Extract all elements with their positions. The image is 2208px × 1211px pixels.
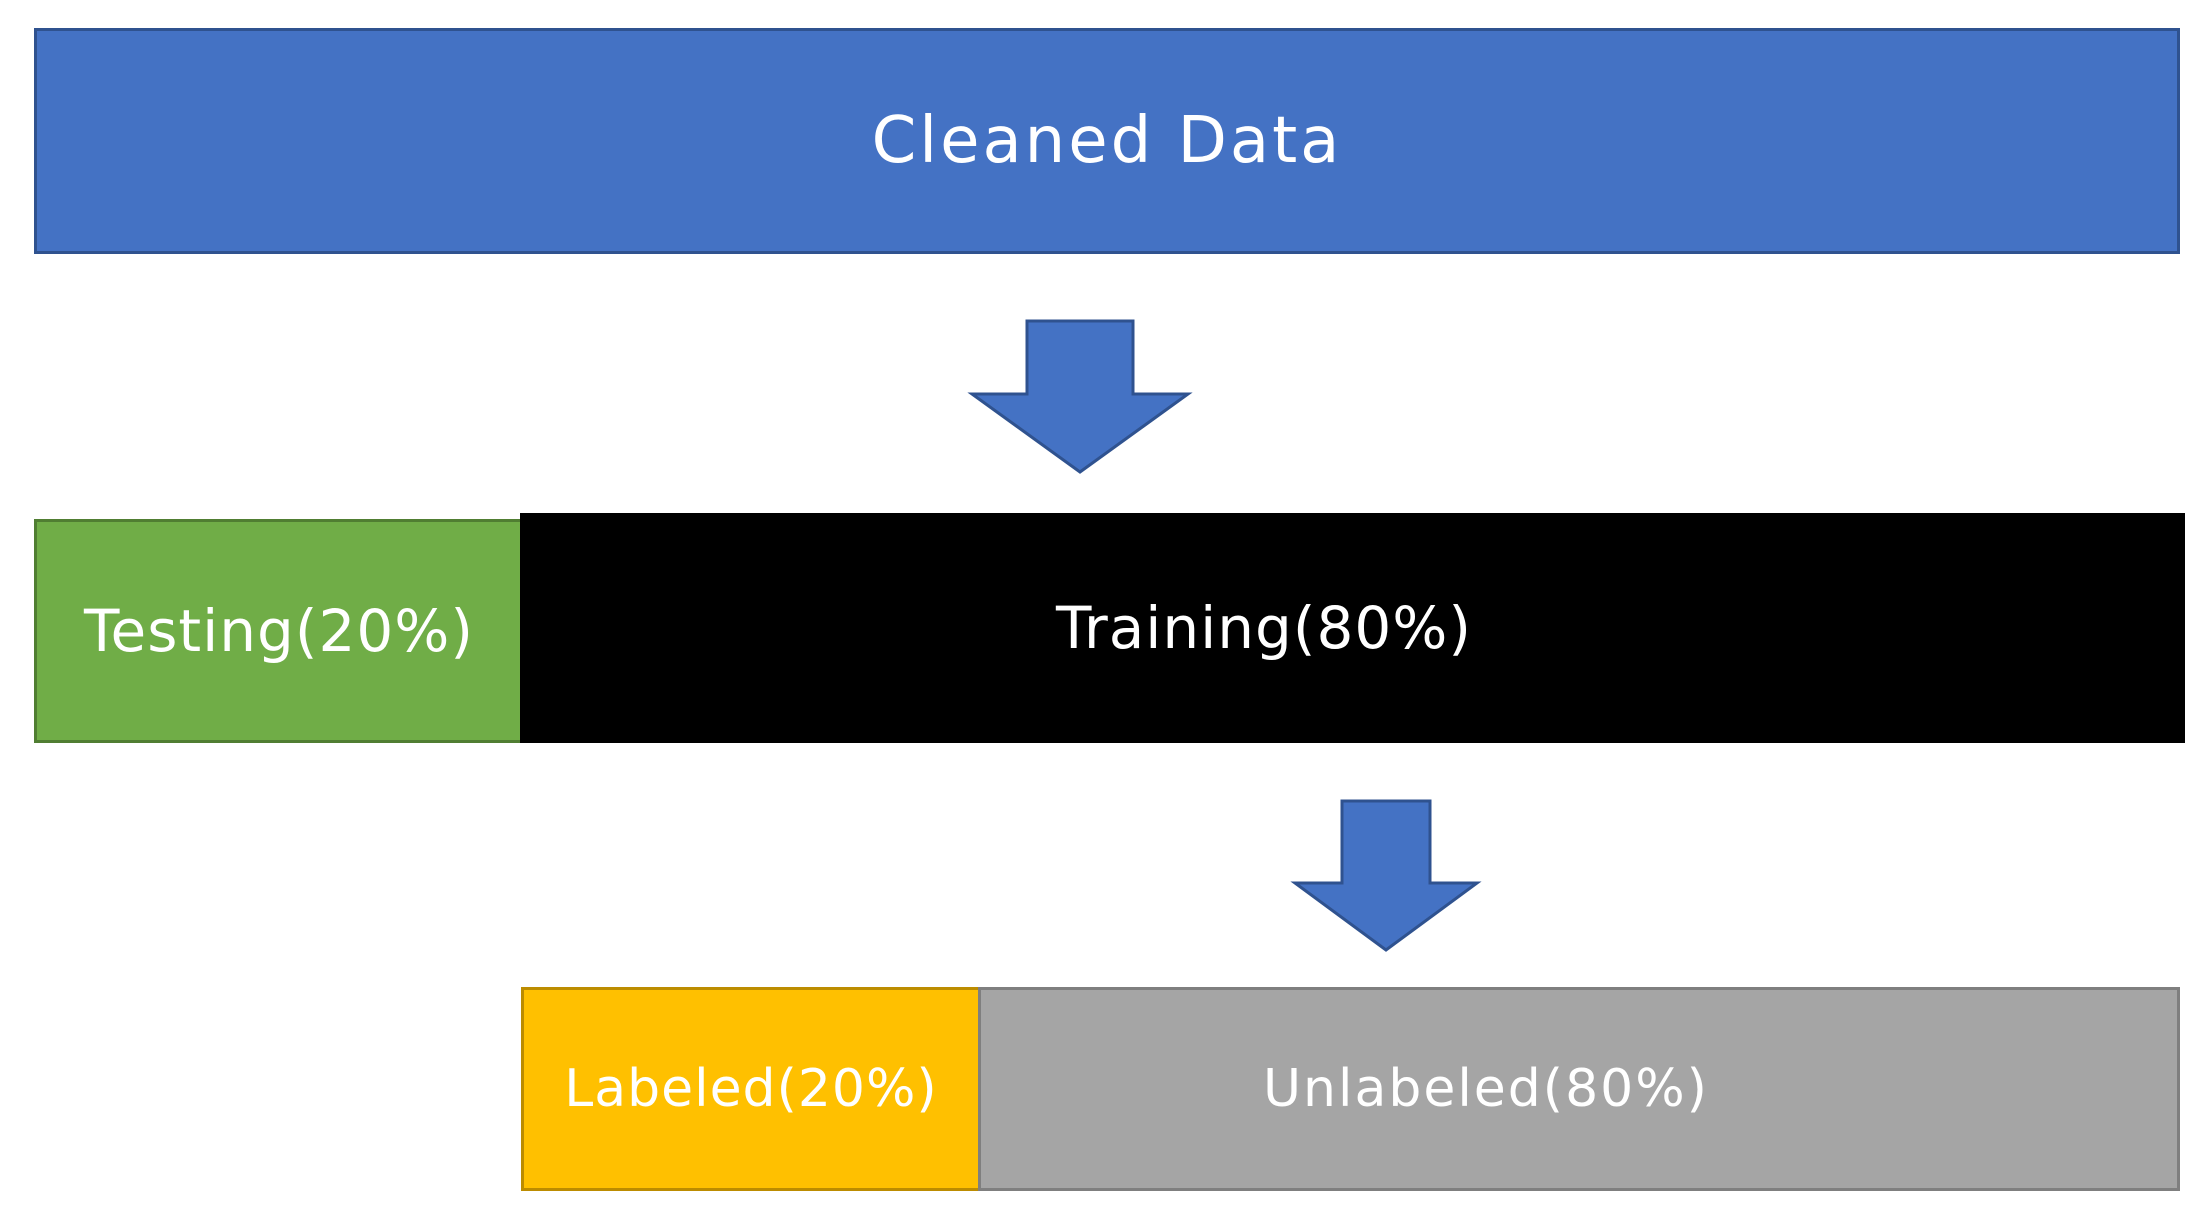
testing-label: Testing(20%) <box>83 597 475 665</box>
testing-box: Testing(20%) <box>34 519 524 743</box>
down-arrow-icon <box>967 319 1193 474</box>
labeled-label: Labeled(20%) <box>564 1059 938 1119</box>
down-arrow-shape-1 <box>967 319 1193 474</box>
down-arrow-icon <box>1290 799 1482 952</box>
cleaned-data-label: Cleaned Data <box>871 104 1343 178</box>
down-arrow-shape-2 <box>1290 799 1482 952</box>
training-box: Training(80%) <box>520 513 2185 743</box>
unlabeled-label: Unlabeled(80%) <box>1263 1059 1709 1119</box>
training-label: Training(80%) <box>1056 594 1473 662</box>
unlabeled-box: Unlabeled(80%) <box>978 987 2180 1191</box>
labeled-box: Labeled(20%) <box>521 987 981 1191</box>
cleaned-data-box: Cleaned Data <box>34 28 2180 254</box>
